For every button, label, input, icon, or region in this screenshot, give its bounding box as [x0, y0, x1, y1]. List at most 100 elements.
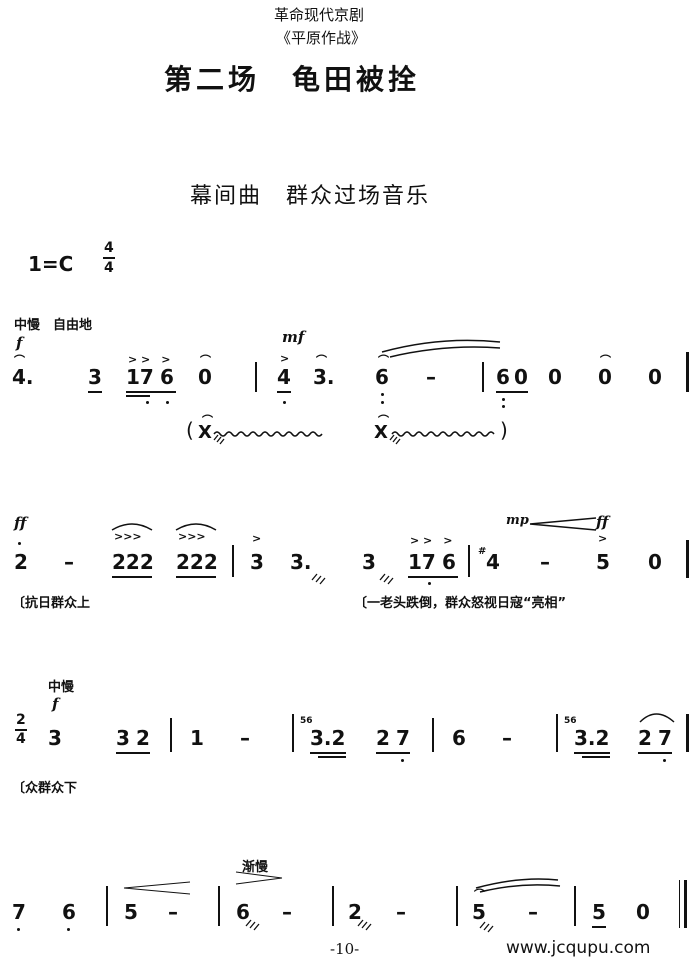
- paren-open: (: [186, 418, 194, 442]
- stage-direction: 〔抗日群众上: [12, 596, 91, 611]
- note: 3: [250, 550, 264, 574]
- note: 222: [112, 550, 154, 574]
- note: 5: [472, 900, 486, 924]
- note: 3: [116, 726, 130, 750]
- note: 4.: [12, 365, 34, 389]
- accent-mark: > > >: [128, 353, 171, 366]
- tempo-marking-3: 中慢: [48, 680, 75, 695]
- note: 1: [190, 726, 204, 750]
- barline: [686, 540, 689, 578]
- piece-title: 幕间曲 群众过场音乐: [190, 184, 431, 209]
- watermark: www.jcqupu.com: [506, 938, 651, 958]
- note: 0: [548, 365, 562, 389]
- grace-sharp: #: [478, 546, 487, 557]
- note: 3.2: [310, 726, 346, 750]
- tempo-marking-1: 中慢 自由地: [14, 318, 93, 333]
- note: 3: [362, 550, 376, 574]
- note: 0: [598, 365, 612, 389]
- note: 5: [124, 900, 138, 924]
- barline: [482, 362, 484, 392]
- note: 2: [348, 900, 362, 924]
- barline: [332, 886, 334, 926]
- note: 3.: [290, 550, 312, 574]
- note: 0: [648, 365, 662, 389]
- dynamic-mf: mf: [282, 328, 305, 346]
- note: –: [528, 900, 538, 924]
- note: 0: [636, 900, 650, 924]
- note: –: [168, 900, 178, 924]
- accent-mark: >: [598, 532, 608, 545]
- note: 2: [376, 726, 390, 750]
- fermata-mark: ⌒: [474, 888, 485, 901]
- dynamic-f: f: [52, 695, 59, 713]
- page-number: -10-: [330, 940, 360, 958]
- work-title: 《平原作战》: [276, 29, 367, 47]
- note: –: [396, 900, 406, 924]
- note: 3.2: [574, 726, 610, 750]
- note: 6: [452, 726, 466, 750]
- grace-notes: 56: [300, 716, 313, 726]
- final-barline: [684, 880, 687, 928]
- dynamic-ff: ff: [596, 513, 609, 531]
- stage-direction: 〔一老头跌倒，群众怒视日寇“亮相”: [354, 596, 567, 611]
- note: 6: [236, 900, 250, 924]
- barline: [255, 362, 257, 392]
- note: 0: [198, 365, 212, 389]
- perc-note: X: [374, 422, 388, 443]
- note: 5: [596, 550, 610, 574]
- note: –: [502, 726, 512, 750]
- barline: [456, 886, 458, 926]
- note: 6: [160, 365, 174, 389]
- barline: [686, 714, 689, 752]
- accent-mark: >>>: [114, 530, 142, 543]
- opera-type: 革命现代京剧: [274, 6, 365, 24]
- fermata-mark: ⌒: [202, 414, 213, 427]
- note: 7: [396, 726, 410, 750]
- accent-mark: >: [252, 532, 262, 545]
- note: 6: [375, 365, 389, 389]
- note: 17: [126, 365, 154, 389]
- accent-mark: >>>: [178, 530, 206, 543]
- scene-title: 第二场 龟田被拴: [164, 63, 421, 96]
- time-sig-top: 2: [16, 712, 26, 728]
- note: 17: [408, 550, 436, 574]
- barline: [432, 718, 434, 752]
- accent-mark: >: [280, 352, 290, 365]
- final-barline-thin: [679, 880, 680, 928]
- barline: [468, 545, 470, 577]
- note: 0: [514, 365, 528, 389]
- note: –: [240, 726, 250, 750]
- fermata-mark: ⌒: [200, 354, 211, 367]
- fermata-mark: ⌒: [600, 354, 611, 367]
- dynamic-f: f: [16, 334, 23, 352]
- note: 6: [62, 900, 76, 924]
- fermata-mark: ⌒: [378, 414, 389, 427]
- note: –: [426, 365, 436, 389]
- barline: [686, 352, 689, 392]
- barline: [218, 886, 220, 926]
- key-signature: 1=C: [28, 252, 74, 276]
- note: 6: [496, 365, 510, 389]
- note: 4: [486, 550, 500, 574]
- note: 222: [176, 550, 218, 574]
- note: 5: [592, 900, 606, 924]
- dynamic-mp: mp: [506, 513, 529, 528]
- note: 4: [277, 365, 291, 389]
- note: 7: [12, 900, 26, 924]
- note: 3: [88, 365, 102, 389]
- dynamic-ff: ff: [14, 514, 27, 532]
- tempo-marking-4: 渐慢: [242, 860, 269, 875]
- time-sig-bottom: 4: [16, 731, 26, 747]
- grace-notes: 56: [564, 716, 577, 726]
- barline: [232, 545, 234, 577]
- fermata-mark: ⌒: [378, 354, 389, 367]
- note: –: [64, 550, 74, 574]
- barline: [106, 886, 108, 926]
- fermata-mark: ⌒: [316, 354, 327, 367]
- note: 2: [14, 550, 28, 574]
- note: –: [540, 550, 550, 574]
- note: 7: [658, 726, 672, 750]
- barline: [292, 714, 294, 752]
- barline: [170, 718, 172, 752]
